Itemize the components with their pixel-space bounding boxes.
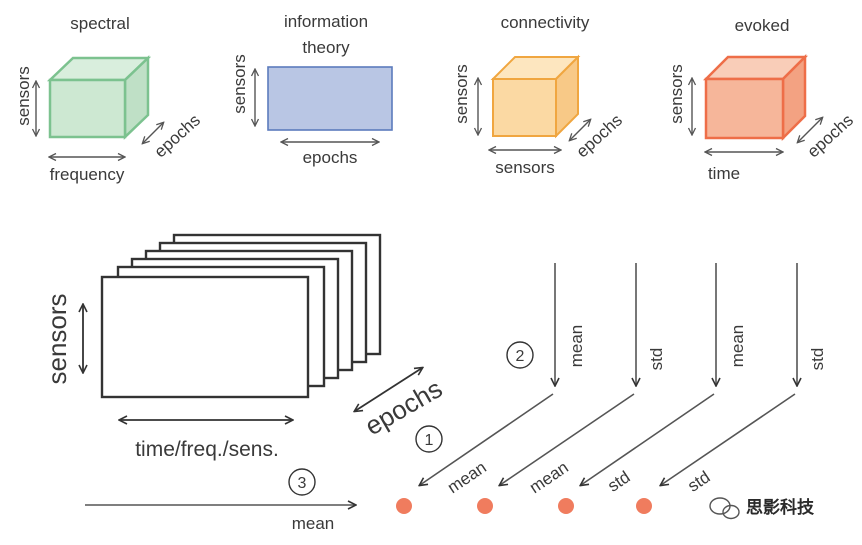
epochs-label: epochs: [573, 111, 626, 162]
epochs-arrow: [798, 118, 822, 142]
step-number: 1: [425, 432, 434, 449]
result-dot: [636, 498, 652, 514]
result-dot: [558, 498, 574, 514]
arrow-label: std: [647, 348, 666, 371]
sensors-label: sensors: [42, 293, 72, 384]
vertical-arrow-1: mean: [555, 263, 586, 385]
epoch-sheet-front: [100, 275, 310, 399]
step-2: 2: [506, 341, 534, 369]
result-dot: [396, 498, 412, 514]
panel-connectivity: connectivity sensors sensors epochs: [452, 13, 626, 177]
vertical-arrow-4: std: [797, 263, 827, 385]
epochs-label: epochs: [804, 111, 857, 162]
sensors-label: sensors: [14, 66, 33, 126]
step-circle: [288, 468, 316, 496]
step-circle: [506, 341, 534, 369]
arrow-label: mean: [567, 325, 586, 368]
vertical-arrow-3: mean: [716, 263, 747, 385]
arrow-label: mean: [728, 325, 747, 368]
epochs-arrow: [143, 123, 163, 143]
frequency-label: frequency: [50, 165, 125, 184]
step-1: 1: [415, 425, 443, 453]
arrow-label: std: [808, 348, 827, 371]
arrow-line: [420, 393, 554, 485]
arrow-label: std: [684, 467, 713, 495]
panel-title: spectral: [70, 14, 130, 33]
vertical-arrow-2: std: [636, 263, 666, 385]
step-circle: [415, 425, 443, 453]
cube-front: [704, 77, 785, 140]
arrow-line: [661, 393, 796, 485]
panel-title: evoked: [735, 16, 790, 35]
epochs-arrow: [570, 120, 590, 140]
sensors-label-horizontal: sensors: [495, 158, 555, 177]
watermark: 思影科技: [709, 497, 815, 520]
wechat-icon: [709, 497, 740, 520]
arrow-line: [581, 393, 715, 485]
result-dot: [477, 498, 493, 514]
arrow-line: [500, 393, 635, 485]
panel-title: connectivity: [501, 13, 590, 32]
sensors-label: sensors: [230, 54, 249, 114]
time-label: time: [708, 164, 740, 183]
epochs-label: epochs: [151, 111, 204, 162]
cube-front: [48, 78, 127, 139]
sensors-label-vertical: sensors: [452, 64, 471, 124]
diagonal-arrow-4: std: [661, 393, 796, 496]
matrix-rect: [267, 66, 393, 131]
panel-information-theory: information theory sensors epochs: [230, 12, 393, 167]
epochs-label: epochs: [303, 148, 358, 167]
arrow-label: mean: [292, 514, 335, 533]
epochs-arrow: [355, 368, 422, 411]
arrow-label: std: [604, 467, 633, 495]
panel-title-line1: information: [284, 12, 368, 31]
panel-evoked: evoked sensors time epochs: [667, 16, 857, 183]
step-number: 3: [298, 475, 307, 492]
panel-spectral: spectral sensors frequency epochs: [14, 14, 204, 184]
step-3: 3: [288, 468, 316, 496]
horizontal-arrow: mean: [85, 505, 355, 533]
sensors-label: sensors: [667, 64, 686, 124]
step-number: 2: [516, 348, 525, 365]
panel-title-line2: theory: [302, 38, 350, 57]
cube-front: [492, 78, 557, 137]
time-freq-sens-label: time/freq./sens.: [135, 438, 279, 461]
epoch-stack: sensors time/freq./sens. epochs: [42, 233, 447, 461]
watermark-text: 思影科技: [746, 497, 815, 517]
